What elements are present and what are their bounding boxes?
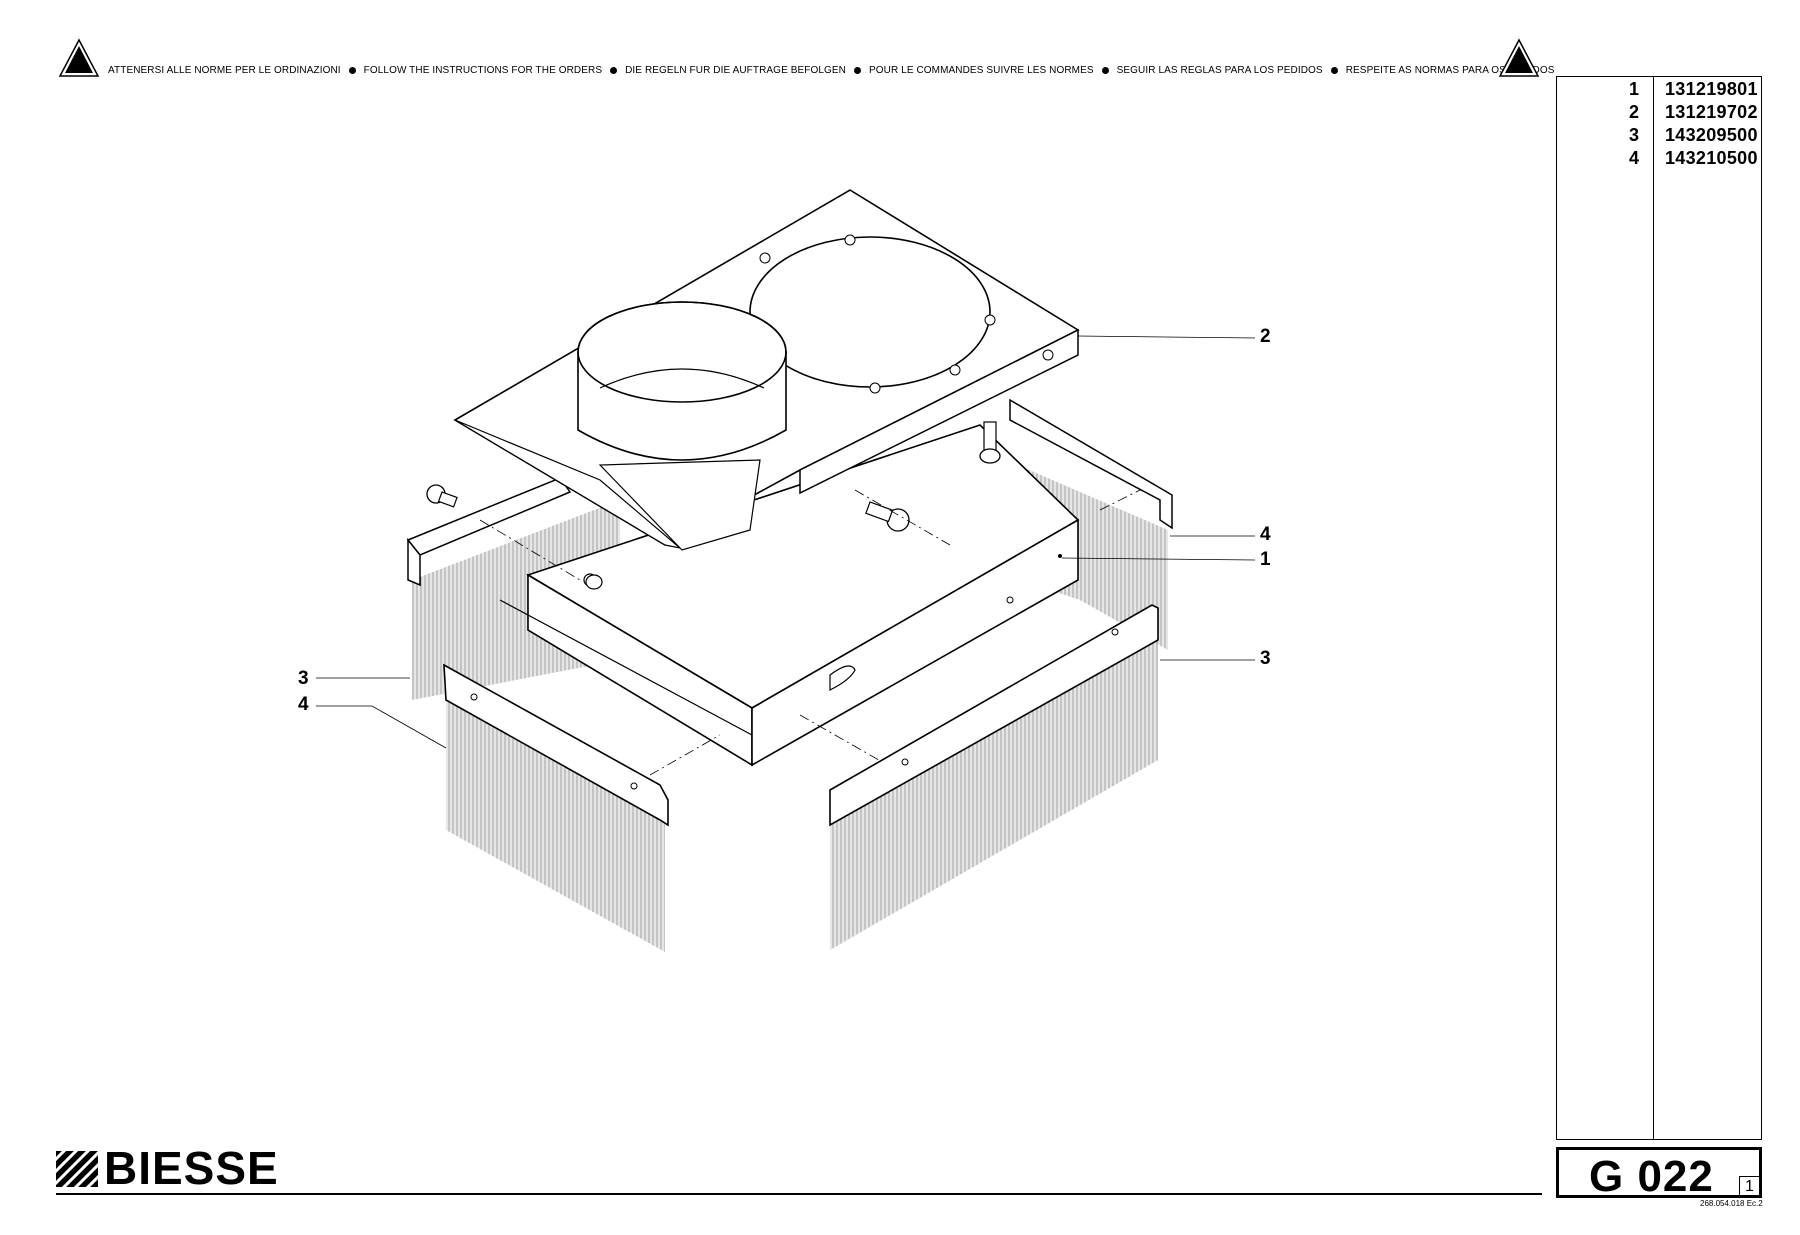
sheet-code: G 022 xyxy=(1589,1152,1714,1201)
bullet-separator xyxy=(610,66,618,74)
order-instructions-bar: ATTENERSI ALLE NORME PER LE ORDINAZIONI F… xyxy=(108,65,1554,83)
warning-triangle-icon xyxy=(58,38,100,77)
bullet-separator xyxy=(853,66,861,74)
part-number: 4 xyxy=(1628,148,1639,168)
part-number: 2 xyxy=(1628,102,1639,122)
callout-3: 3 xyxy=(1260,648,1271,669)
biesse-logo-mark-icon xyxy=(56,1151,98,1187)
warning-text-fr: POUR LE COMMANDES SUIVRE LES NORMES xyxy=(868,65,1094,76)
biesse-logo: BIESSE xyxy=(56,1145,296,1191)
callout-4: 4 xyxy=(1260,524,1271,545)
table-row: 1 131219801 xyxy=(1557,79,1763,102)
warning-text-pt: RESPEITE AS NORMAS PARA OS PEDIDOS xyxy=(1345,65,1555,76)
callout-2: 2 xyxy=(1260,326,1271,347)
table-column-divider xyxy=(1653,77,1654,1139)
bullet-separator xyxy=(1101,66,1109,74)
bullet-separator xyxy=(1330,66,1338,74)
part-code: 143210500 xyxy=(1665,148,1758,168)
table-row: 4 143210500 xyxy=(1557,148,1763,171)
screw-center xyxy=(865,501,910,532)
screw-left xyxy=(426,484,458,508)
warning-text-it: ATTENERSI ALLE NORME PER LE ORDINAZIONI xyxy=(108,65,341,76)
sheet-title-block: G 022 1 xyxy=(1556,1147,1762,1201)
part-number: 1 xyxy=(1628,79,1639,99)
upper-plate-part-2 xyxy=(453,189,1080,551)
table-row: 3 143209500 xyxy=(1557,125,1763,148)
brand-name: BIESSE xyxy=(104,1142,279,1194)
bullet-separator xyxy=(348,66,356,74)
sheet-number: 1 xyxy=(1739,1176,1759,1198)
part-number: 3 xyxy=(1628,125,1639,145)
brush-strip-front-left xyxy=(443,663,669,952)
brush-strip-front-right xyxy=(829,604,1159,950)
warning-triangle-icon xyxy=(1498,38,1540,77)
document-reference: 268.054.018 Ec.2 xyxy=(1700,1199,1763,1208)
callout-1: 1 xyxy=(1260,549,1271,570)
screw-vertical xyxy=(979,421,1001,464)
footer-rule xyxy=(56,1193,1542,1195)
warning-text-de: DIE REGELN FUR DIE AUFTRAGE BEFOLGEN xyxy=(625,65,846,76)
parts-list-table: 1 131219801 2 131219702 3 143209500 4 14… xyxy=(1556,76,1762,1140)
warning-text-es: SEGUIR LAS REGLAS PARA LOS PEDIDOS xyxy=(1116,65,1323,76)
part-code: 131219801 xyxy=(1665,79,1758,99)
housing-part-1 xyxy=(499,424,1080,767)
part-code: 143209500 xyxy=(1665,125,1758,145)
table-row: 2 131219702 xyxy=(1557,102,1763,125)
part-code: 131219702 xyxy=(1665,102,1758,122)
callout-3: 3 xyxy=(298,668,309,689)
nut-small xyxy=(585,574,603,590)
warning-text-en: FOLLOW THE INSTRUCTIONS FOR THE ORDERS xyxy=(363,65,603,76)
callout-leaders xyxy=(316,335,1256,749)
callout-4: 4 xyxy=(298,694,309,715)
